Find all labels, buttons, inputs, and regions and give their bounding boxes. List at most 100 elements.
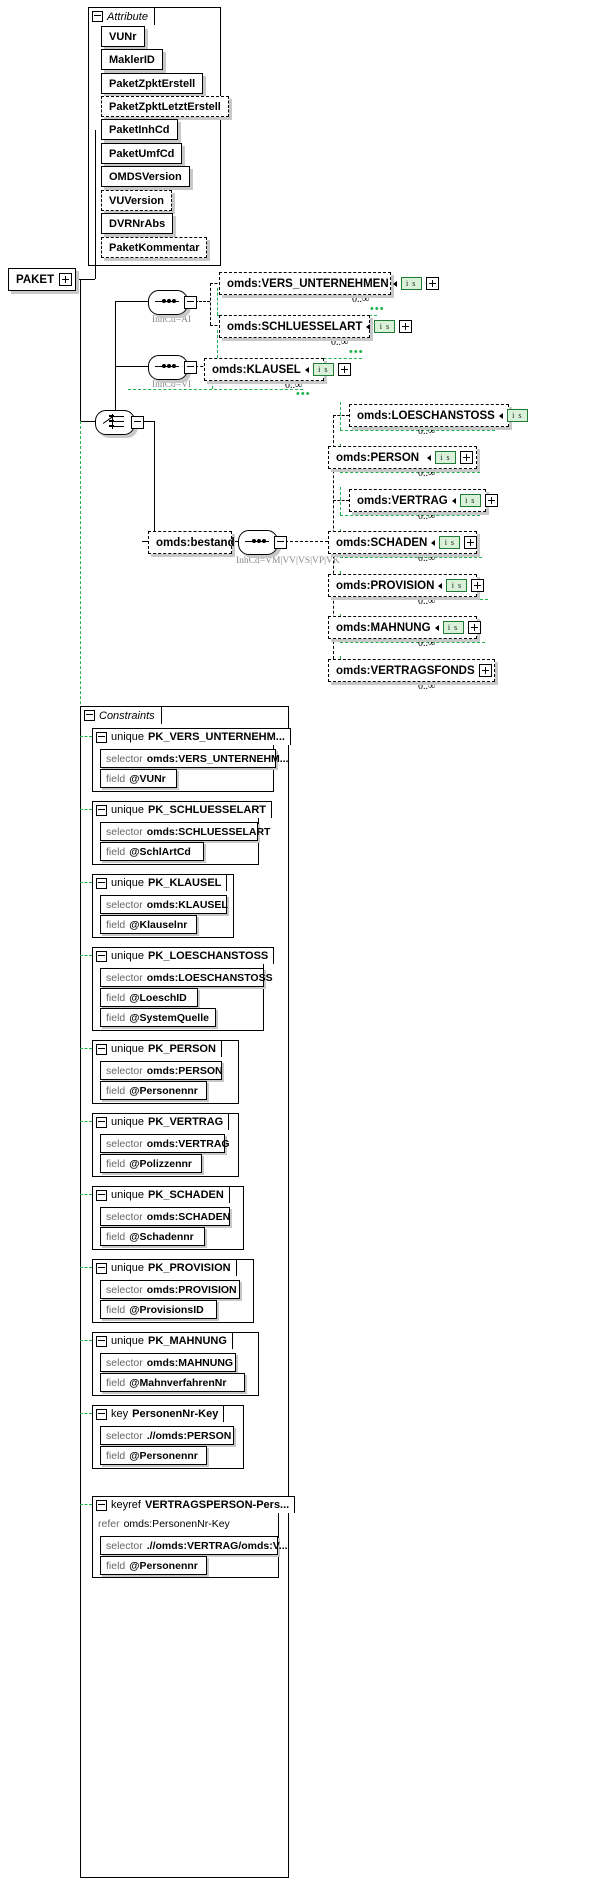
collapse-icon[interactable] xyxy=(96,1408,107,1420)
constraint-header[interactable]: unique PK_KLAUSEL xyxy=(92,874,228,891)
connector xyxy=(80,279,81,421)
attribute-paketumfcd[interactable]: PaketUmfCd xyxy=(101,143,183,164)
constraint-header[interactable]: unique PK_SCHADEN xyxy=(92,1186,230,1203)
constraint-field-row[interactable]: field @Klauselnr xyxy=(100,915,197,934)
constraint-header[interactable]: unique PK_PROVISION xyxy=(92,1259,237,1276)
element-provision[interactable]: omds:PROVISION i s xyxy=(328,574,485,597)
constraint-selector-row[interactable]: selector omds:VERTRAG xyxy=(100,1134,230,1153)
constraint-kind: unique xyxy=(111,1335,145,1347)
constraint-header[interactable]: unique PK_VERTRAG xyxy=(92,1113,230,1130)
attribute-vunr[interactable]: VUNr xyxy=(101,26,145,47)
constraint-header[interactable]: unique PK_LOESCHANSTOSS xyxy=(92,947,275,964)
constraint-selector-row[interactable]: selector omds:SCHLUESSELART xyxy=(100,822,270,841)
collapse-icon[interactable] xyxy=(96,877,107,889)
collapse-icon[interactable] xyxy=(96,1189,107,1201)
constraint-header[interactable]: unique PK_SCHLUESSELART xyxy=(92,801,273,818)
constraint-selector-row[interactable]: selector omds:KLAUSEL xyxy=(100,895,228,914)
collapse-icon[interactable] xyxy=(96,1335,107,1347)
constraint-header[interactable]: unique PK_VERS_UNTERNEHM... xyxy=(92,728,291,745)
expand-icon[interactable] xyxy=(464,536,478,549)
compositor-sequence-ai[interactable] xyxy=(148,290,197,315)
collapse-icon[interactable] xyxy=(96,1499,107,1511)
collapse-icon[interactable] xyxy=(96,1043,107,1055)
highlight xyxy=(128,389,303,390)
element-label: PAKET xyxy=(16,273,55,286)
collapse-icon[interactable] xyxy=(96,731,107,743)
expand-icon[interactable] xyxy=(399,320,413,333)
element-schluesselart[interactable]: omds:SCHLUESSELART i s xyxy=(219,315,413,338)
collapse-icon[interactable] xyxy=(96,1262,107,1274)
constraint-selector-row[interactable]: selector omds:PROVISION xyxy=(100,1280,240,1299)
expand-icon[interactable] xyxy=(471,579,485,592)
highlight xyxy=(340,487,341,515)
constraint-field-row[interactable]: field @ProvisionsID xyxy=(100,1300,217,1319)
constraint-header[interactable]: unique PK_MAHNUNG xyxy=(92,1332,233,1349)
collapse-icon[interactable] xyxy=(96,804,107,816)
constraint-field-row[interactable]: field @MahnverfahrenNr xyxy=(100,1373,245,1392)
highlight xyxy=(217,288,218,315)
occurrence-label: 0..∞ xyxy=(418,511,436,522)
row-value: omds:VERS_UNTERNEHM... xyxy=(146,752,289,765)
collapse-icon[interactable] xyxy=(84,710,95,721)
attribute-dvrnrabs[interactable]: DVRNrAbs xyxy=(101,213,174,234)
element-bestand[interactable]: omds:bestand xyxy=(148,531,252,554)
constraint-selector-row[interactable]: selector omds:PERSON xyxy=(100,1061,223,1080)
element-person[interactable]: omds:PERSON i s xyxy=(328,446,477,469)
compositor-choice[interactable] xyxy=(95,410,144,435)
expand-icon[interactable] xyxy=(337,363,351,376)
collapse-icon[interactable] xyxy=(96,1116,107,1128)
highlight xyxy=(340,642,485,643)
element-paket[interactable]: PAKET xyxy=(8,268,76,291)
element-loeschanstoss[interactable]: omds:LOESCHANSTOSS i s xyxy=(349,404,528,427)
constraint-field-row[interactable]: field @Schadennr xyxy=(100,1227,205,1246)
constraint-header[interactable]: key PersonenNr-Key xyxy=(92,1405,225,1422)
constraint-selector-row[interactable]: selector .//omds:PERSON xyxy=(100,1426,234,1445)
constraint-field-row[interactable]: field @Personennr xyxy=(100,1556,207,1575)
element-vers-unternehmen[interactable]: omds:VERS_UNTERNEHMEN i s xyxy=(219,272,439,295)
constraint-header[interactable]: unique PK_PERSON xyxy=(92,1040,222,1057)
attribute-label: MaklerID xyxy=(109,53,155,66)
attribute-vuversion[interactable]: VUVersion xyxy=(101,190,173,211)
constraint-selector-row[interactable]: selector omds:SCHADEN xyxy=(100,1207,230,1226)
element-schaden[interactable]: omds:SCHADEN i s xyxy=(328,531,478,554)
expand-icon[interactable] xyxy=(478,664,492,677)
constraint-field-row[interactable]: field @VUNr xyxy=(100,769,177,788)
constraint-kind: unique xyxy=(111,950,145,962)
element-vertrag[interactable]: omds:VERTRAG i s xyxy=(349,489,498,512)
compositor-sequence-vi[interactable] xyxy=(148,355,197,380)
compositor-sequence-bestand[interactable] xyxy=(238,530,287,555)
constraint-field-row[interactable]: field @SchlArtCd xyxy=(100,842,204,861)
expand-icon[interactable] xyxy=(59,273,72,286)
collapse-icon[interactable] xyxy=(96,950,107,962)
expand-icon[interactable] xyxy=(467,621,481,634)
constraint-field-row[interactable]: field @Personennr xyxy=(100,1081,207,1100)
constraint-field-row[interactable]: field @SystemQuelle xyxy=(100,1008,216,1027)
constraint-field-row[interactable]: field @LoeschID xyxy=(100,988,198,1007)
constraint-selector-row[interactable]: selector omds:MAHNUNG xyxy=(100,1353,236,1372)
constraint-field-row[interactable]: field @Personennr xyxy=(100,1446,207,1465)
element-vertragsfonds[interactable]: omds:VERTRAGSFONDS xyxy=(328,659,495,682)
collapse-icon[interactable] xyxy=(92,11,103,22)
element-label: omds:MAHNUNG xyxy=(336,621,431,634)
constraints-group-header[interactable]: Constraints xyxy=(80,706,162,724)
attribute-paketzpkterstell[interactable]: PaketZpktErstell xyxy=(101,73,204,94)
element-mahnung[interactable]: omds:MAHNUNG i s xyxy=(328,616,481,639)
expand-icon[interactable] xyxy=(460,451,473,464)
attribute-paketzpktletzterstell[interactable]: PaketZpktLetztErstell xyxy=(101,96,229,117)
attribute-paketkommentar[interactable]: PaketKommentar xyxy=(101,237,208,258)
constraint-selector-row[interactable]: selector omds:LOESCHANSTOSS xyxy=(100,968,273,987)
row-key: selector xyxy=(106,752,143,765)
expand-icon[interactable] xyxy=(425,277,439,290)
constraint-selector-row[interactable]: selector .//omds:VERTRAG/omds:V... xyxy=(100,1536,288,1555)
element-klausel[interactable]: omds:KLAUSEL i s xyxy=(204,358,351,381)
highlight xyxy=(80,1121,92,1122)
attribute-paketinhcd[interactable]: PaketInhCd xyxy=(101,119,178,140)
constraint-selector-row[interactable]: selector omds:VERS_UNTERNEHM... xyxy=(100,749,289,768)
constraint-header[interactable]: keyref VERTRAGSPERSON-Pers... xyxy=(92,1496,296,1513)
constraint-field-row[interactable]: field @Polizzennr xyxy=(100,1154,202,1173)
attribute-group-header[interactable]: Attribute xyxy=(88,7,155,25)
more-dots: ••• xyxy=(370,303,385,315)
expand-icon[interactable] xyxy=(484,494,498,507)
attribute-omdsversion[interactable]: OMDSVersion xyxy=(101,166,190,187)
attribute-maklerid[interactable]: MaklerID xyxy=(101,49,163,70)
